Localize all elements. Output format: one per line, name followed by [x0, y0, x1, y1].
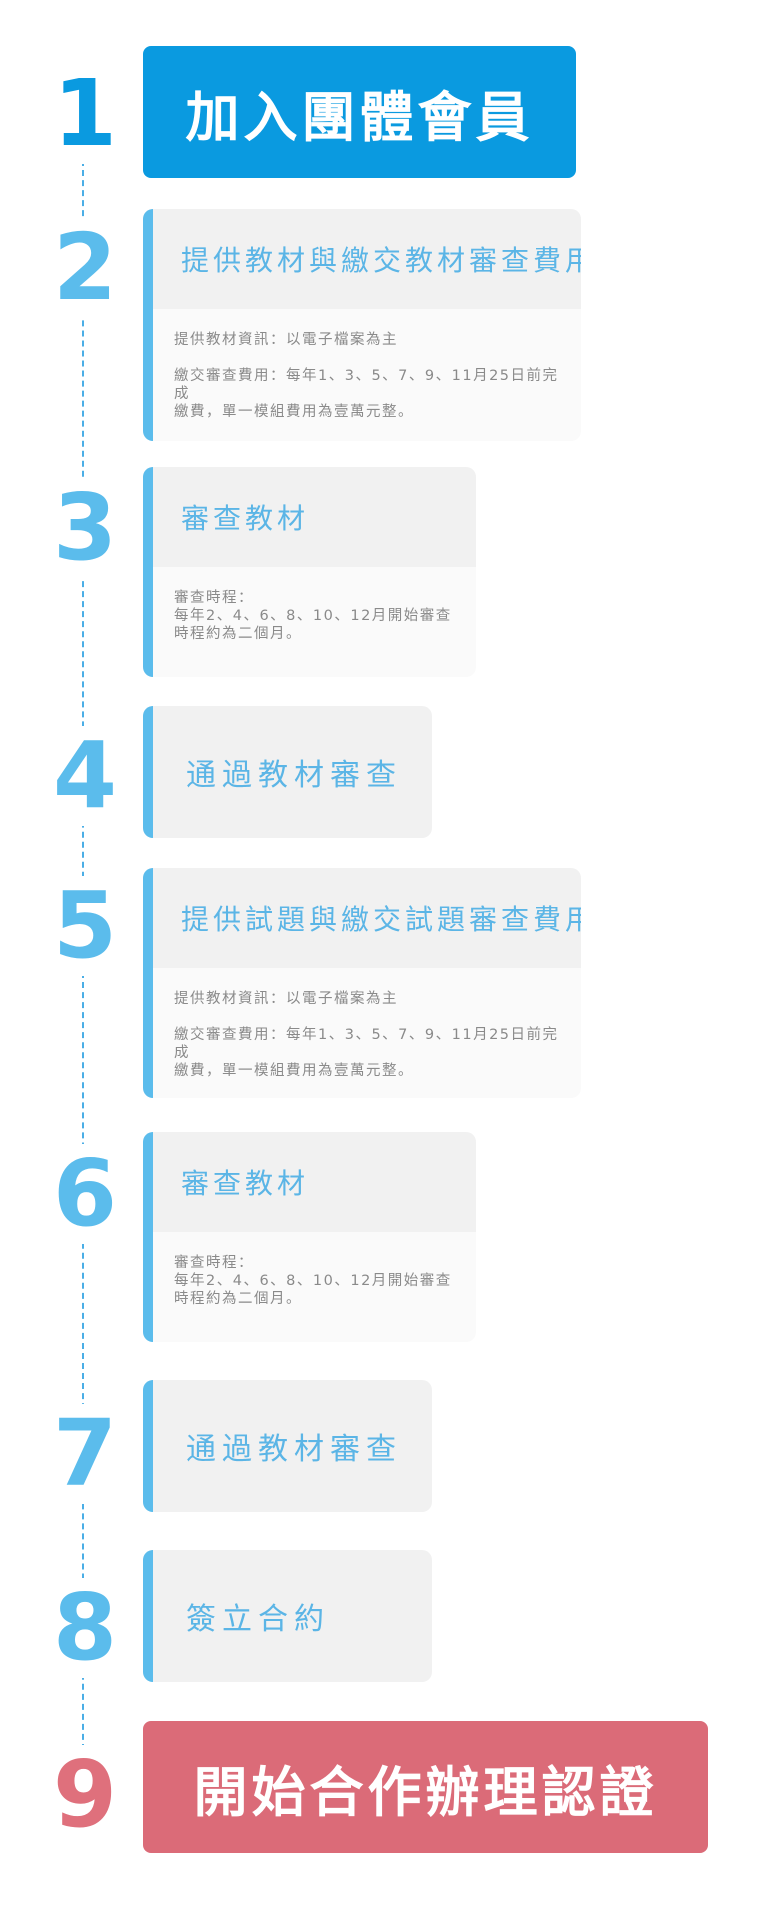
step-8-card: 簽立合約	[143, 1550, 432, 1682]
step-3-line-1: 審查時程： 每年2、4、6、8、10、12月開始審查 時程約為二個月。	[174, 590, 452, 642]
step-7-title: 通過教材審查	[143, 1380, 432, 1512]
step-6-card: 審查教材 審查時程： 每年2、4、6、8、10、12月開始審查 時程約為二個月。	[143, 1132, 476, 1342]
step-4-title: 通過教材審查	[143, 706, 432, 838]
step-5-title: 提供試題與繳交試題審查費用	[143, 868, 581, 968]
step-2-title: 提供教材與繳交教材審查費用	[143, 209, 581, 309]
step-number-7: 7	[30, 1404, 140, 1504]
step-number-9: 9	[30, 1745, 140, 1845]
step-8-title: 簽立合約	[143, 1550, 432, 1682]
step-3-details: 審查時程： 每年2、4、6、8、10、12月開始審查 時程約為二個月。	[143, 567, 476, 643]
step-3-card: 審查教材 審查時程： 每年2、4、6、8、10、12月開始審查 時程約為二個月。	[143, 467, 476, 677]
step-2-line-1: 提供教材資訊：以電子檔案為主	[174, 332, 398, 348]
step-6-title: 審查教材	[143, 1132, 476, 1232]
step-6-line-1: 審查時程： 每年2、4、6、8、10、12月開始審查 時程約為二個月。	[174, 1255, 452, 1307]
step-1-banner: 加入團體會員	[143, 46, 576, 178]
step-2-details: 提供教材資訊：以電子檔案為主 繳交審查費用：每年1、3、5、7、9、11月25日…	[143, 309, 581, 421]
step-5-card: 提供試題與繳交試題審查費用 提供教材資訊：以電子檔案為主 繳交審查費用：每年1、…	[143, 868, 581, 1098]
step-7-card: 通過教材審查	[143, 1380, 432, 1512]
step-5-line-2: 繳交審查費用：每年1、3、5、7、9、11月25日前完成 繳費，單一模組費用為壹…	[174, 1027, 559, 1079]
step-number-6: 6	[30, 1144, 140, 1244]
step-4-card: 通過教材審查	[143, 706, 432, 838]
step-5-details: 提供教材資訊：以電子檔案為主 繳交審查費用：每年1、3、5、7、9、11月25日…	[143, 968, 581, 1080]
step-number-2: 2	[30, 218, 140, 318]
step-number-5: 5	[30, 876, 140, 976]
step-number-1: 1	[30, 64, 140, 164]
step-5-line-1: 提供教材資訊：以電子檔案為主	[174, 991, 398, 1007]
step-number-3: 3	[30, 478, 140, 578]
step-number-8: 8	[30, 1578, 140, 1678]
step-2-line-2: 繳交審查費用：每年1、3、5、7、9、11月25日前完成 繳費，單一模組費用為壹…	[174, 368, 559, 420]
step-2-card: 提供教材與繳交教材審查費用 提供教材資訊：以電子檔案為主 繳交審查費用：每年1、…	[143, 209, 581, 441]
step-6-details: 審查時程： 每年2、4、6、8、10、12月開始審查 時程約為二個月。	[143, 1232, 476, 1308]
step-3-title: 審查教材	[143, 467, 476, 567]
step-number-4: 4	[30, 726, 140, 826]
step-9-banner: 開始合作辦理認證	[143, 1721, 708, 1853]
